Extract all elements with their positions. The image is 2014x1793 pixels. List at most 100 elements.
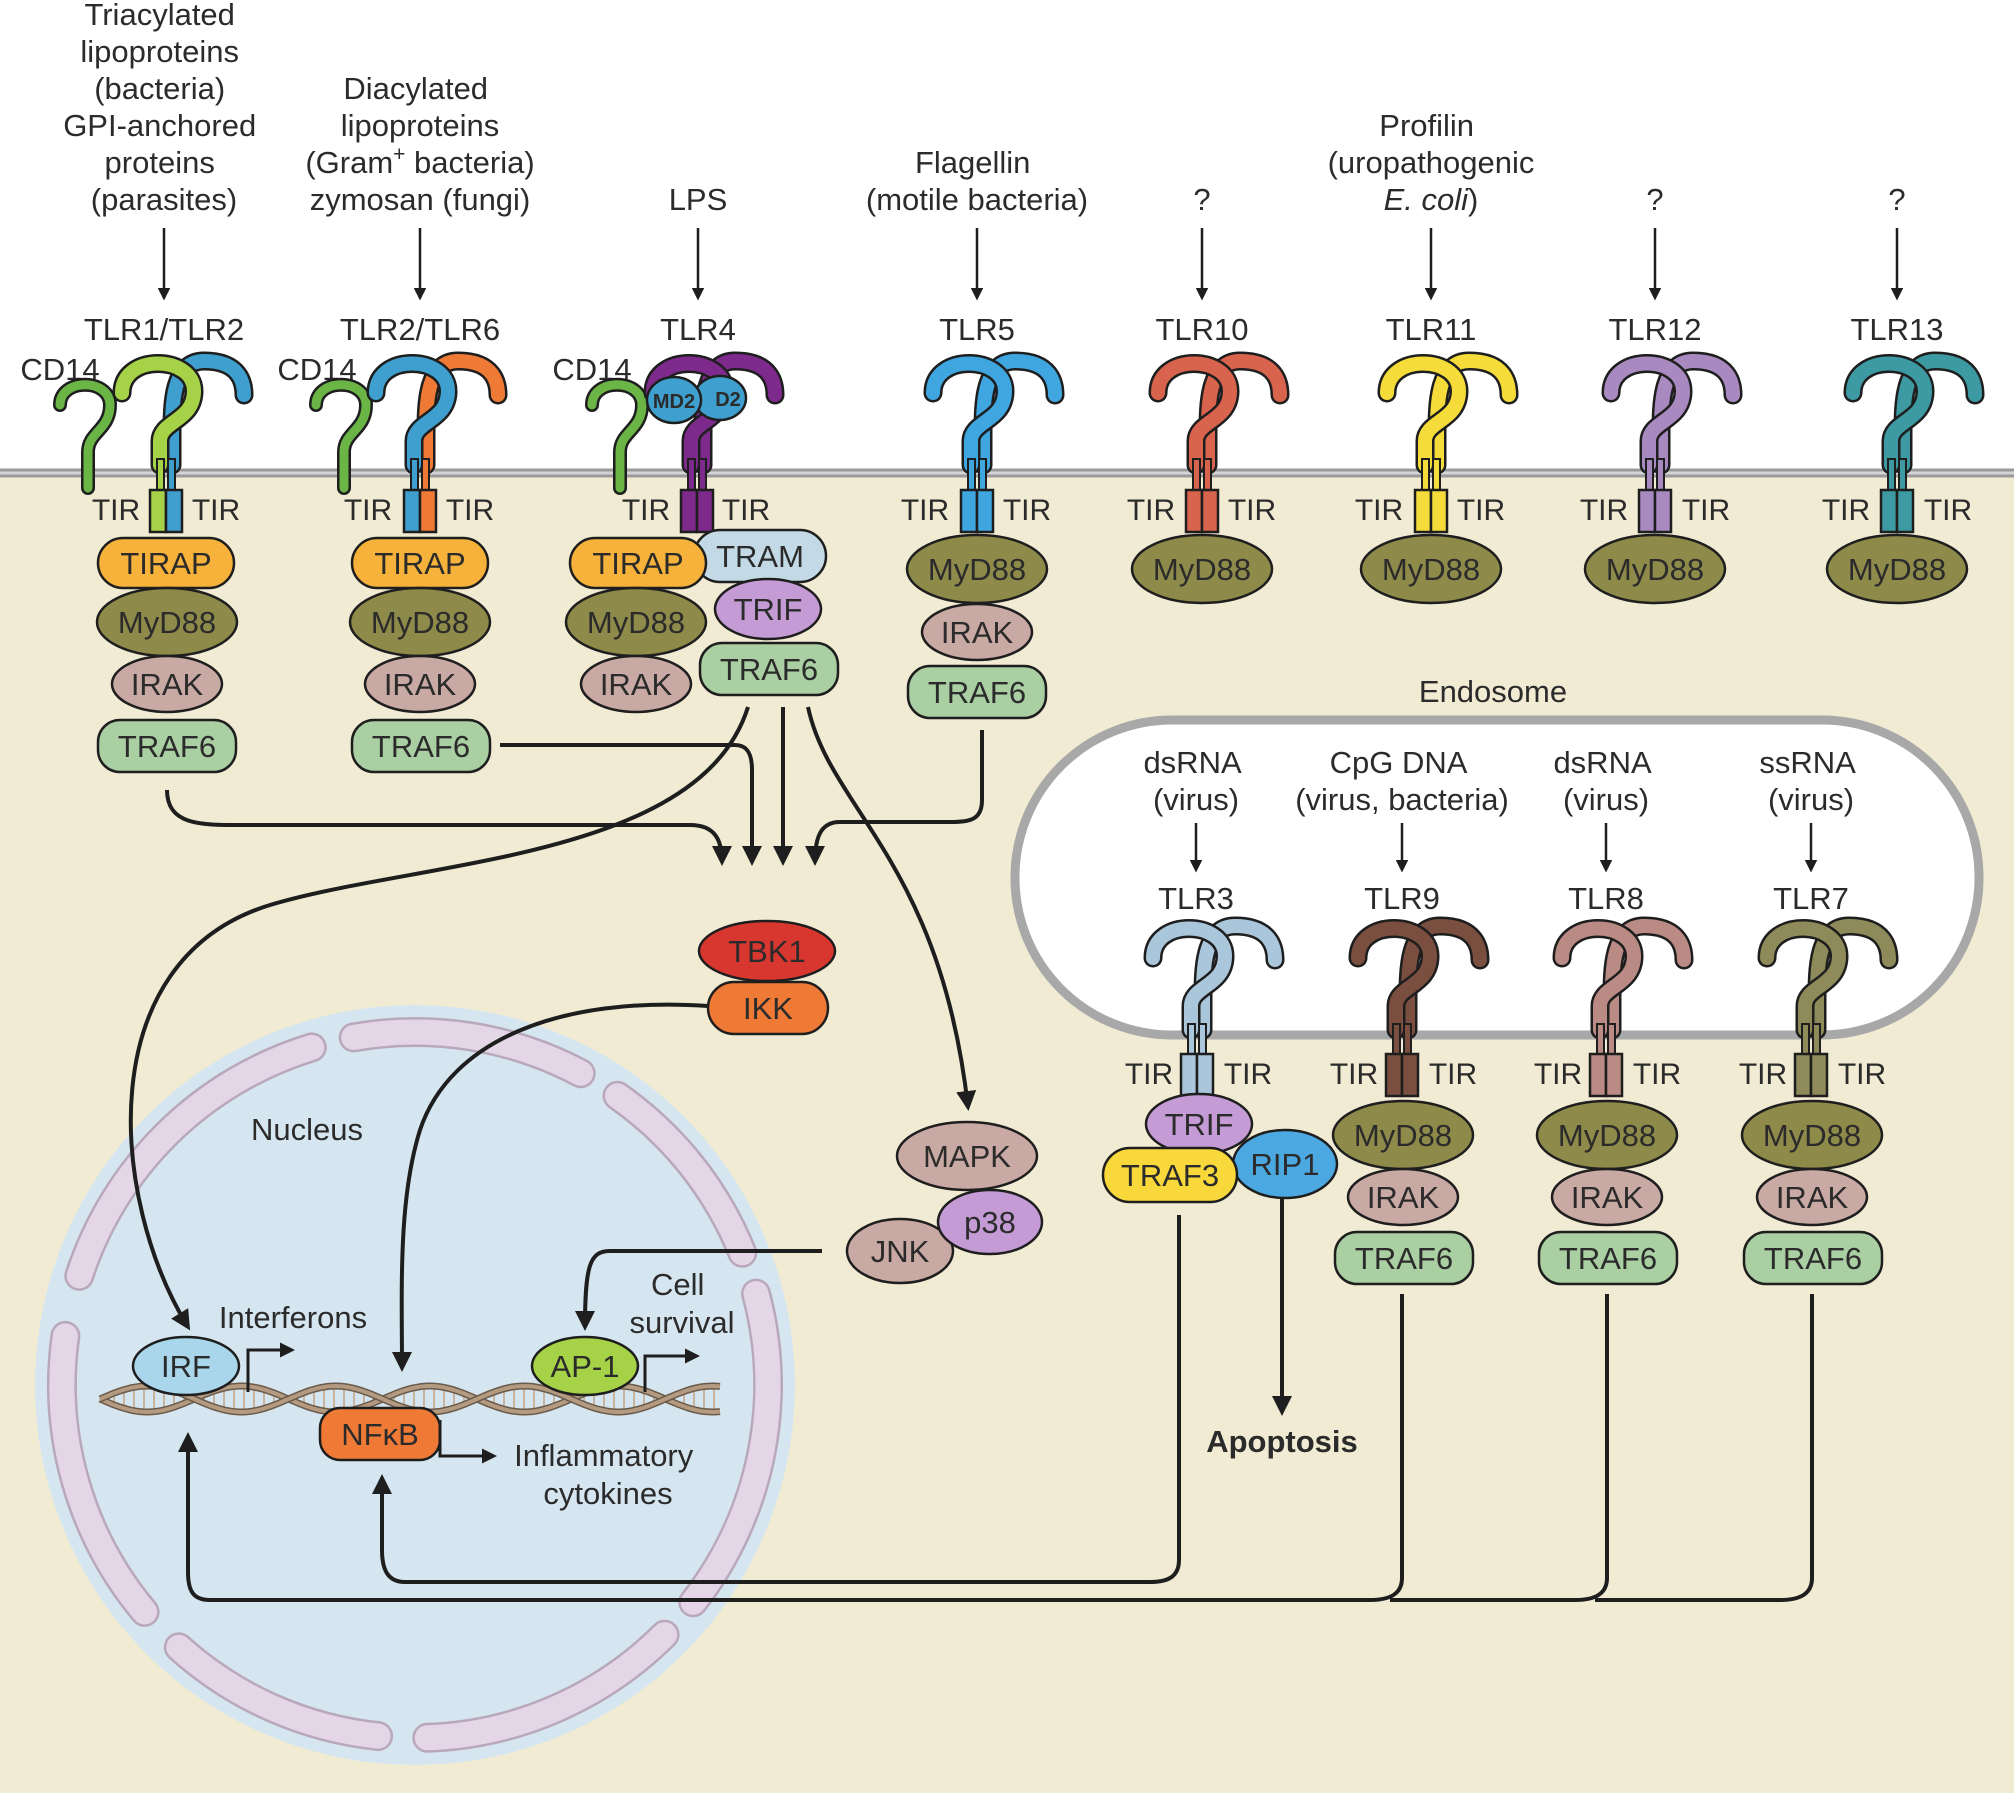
tir-label: TIR: [1457, 494, 1505, 527]
ligand-tlr4: LPS: [669, 182, 728, 217]
irak-label: IRAK: [1367, 1180, 1440, 1215]
arrow-tlr4-traf6-to-irf: [128, 706, 750, 1331]
arrow-tlr5-traf6-to-tbk1: [805, 730, 984, 866]
tlr10-myd88-protein: [1130, 533, 1274, 605]
arrow-traf3-to-nfkb: [372, 1215, 1181, 1584]
irak-protein: [1346, 1167, 1460, 1227]
md2-protein: [645, 375, 703, 425]
md2-label-partial: D2: [715, 389, 741, 411]
tlr1-tlr2-receptor: [112, 351, 254, 534]
gene-outputs: Interferons Cell survival Inflammatory c…: [219, 1267, 735, 1511]
ligand-tlr11-line3: E. coli): [1384, 182, 1479, 217]
cd14-protein-3: [585, 377, 650, 495]
cd14-protein-2: [309, 377, 374, 495]
irak-label: IRAK: [1571, 1180, 1644, 1215]
tir-label: TIR: [1682, 494, 1730, 527]
irf-label: IRF: [161, 1349, 211, 1384]
trif-protein: [713, 577, 823, 641]
receptor-tlr13: TLR13: [1850, 312, 1943, 347]
myd88-label: MyD88: [118, 605, 216, 640]
survival-output-arrow: [643, 1348, 700, 1392]
tir-label: TIR: [722, 494, 770, 527]
tir-label: TIR: [1228, 494, 1276, 527]
ligand-tlr2-6: Diacylated lipoproteins: [341, 71, 500, 143]
tlr4-adaptor-stack: TRAM TIRAP TRIF MyD88 TRAF6 IRAK: [564, 528, 840, 714]
ikk-protein: [706, 980, 830, 1036]
kinase-complex: TBK1 IKK: [697, 919, 837, 1036]
tlr8-receptor: [1552, 916, 1694, 1098]
tlr11-receptor: [1377, 351, 1519, 534]
receptor-tlr8: TLR8: [1568, 881, 1644, 916]
tlr8-adaptor-stack: MyD88 IRAK TRAF6: [1535, 1099, 1679, 1286]
md2-complex: D2 MD2: [645, 374, 748, 425]
traf6-protein: [698, 641, 840, 697]
arrow-jnk-to-ap1: [575, 1249, 822, 1331]
apoptosis-label: Apoptosis: [1206, 1424, 1358, 1459]
arrow-tlr4-traf6-to-mapk: [806, 706, 977, 1111]
tir-label: TIR: [1125, 1058, 1173, 1091]
tlr7-adaptor-stack: MyD88 IRAK TRAF6: [1740, 1099, 1884, 1286]
tirap-label: TIRAP: [374, 546, 465, 581]
adaptor-proteins: TIRAP MyD88 IRAK TRAF6 TIRAP MyD88 IRAK …: [95, 528, 1969, 1286]
arrow-endosomal-traf6-to-irf: [178, 1294, 1404, 1602]
traf6-label: TRAF6: [928, 675, 1026, 710]
myd88-label: MyD88: [1848, 552, 1946, 587]
traf6-protein: [350, 718, 492, 774]
tlr5-receptor: [923, 351, 1065, 534]
myd88-label: MyD88: [1763, 1118, 1861, 1153]
cd14-protein-1: [53, 377, 118, 495]
nuclear-envelope: [46, 1017, 784, 1753]
irak-protein: [1550, 1167, 1664, 1227]
jnk-protein: [845, 1217, 955, 1285]
myd88-label: MyD88: [1354, 1118, 1452, 1153]
trif-label: TRIF: [734, 592, 803, 627]
receptor-tlr2-6: TLR2/TLR6: [340, 312, 500, 347]
irak-label: IRAK: [941, 615, 1014, 650]
tlr11-myd88-protein: [1359, 533, 1503, 605]
tlr5-adaptor-stack: MyD88 IRAK TRAF6: [905, 533, 1049, 720]
signaling-connections: [128, 706, 1814, 1602]
receptor-tlr3: TLR3: [1158, 881, 1234, 916]
tir-label: TIR: [1330, 1058, 1378, 1091]
tir-label: TIR: [1355, 494, 1403, 527]
tir-label: TIR: [446, 494, 494, 527]
transcription-factors: IRF AP-1 NFκB: [131, 1335, 640, 1462]
traf6-label: TRAF6: [1764, 1241, 1862, 1276]
mapk-label: MAPK: [923, 1139, 1011, 1174]
receptor-tlr5: TLR5: [939, 312, 1015, 347]
arrow-tlr2-6-traf6-to-tbk1: [500, 743, 762, 866]
tir-labels: TIR TIR TIR TIR TIR TIR TIR TIR TIR TIR …: [92, 494, 1972, 1091]
tlr3-adaptor-stack: TRIF RIP1 TRAF3: [1101, 1092, 1339, 1204]
tlr2-tlr6-receptor: [366, 351, 508, 534]
tir-label: TIR: [1822, 494, 1870, 527]
tram-label: TRAM: [716, 539, 804, 574]
traf6-protein: [1742, 1230, 1884, 1286]
tirap-label: TIRAP: [120, 546, 211, 581]
cell-survival-label: Cell survival: [629, 1267, 734, 1340]
md2-label: MD2: [653, 391, 695, 413]
tir-label: TIR: [622, 494, 670, 527]
ligand-tlr1-2: Triacylated lipoproteins (bacteria) GPI-…: [63, 0, 265, 217]
tir-label: TIR: [1534, 1058, 1582, 1091]
endosome-label: Endosome: [1419, 674, 1567, 709]
arrow-ikk-to-nfkb: [391, 1002, 709, 1372]
irak-protein: [1755, 1167, 1869, 1227]
irak-label: IRAK: [384, 667, 457, 702]
traf6-protein: [96, 718, 238, 774]
ligand-tlr13: ?: [1888, 182, 1905, 217]
receptor-tlr1-2: TLR1/TLR2: [84, 312, 244, 347]
endosome: [1010, 715, 1984, 1040]
tir-label: TIR: [1633, 1058, 1681, 1091]
trif-label: TRIF: [1165, 1107, 1234, 1142]
tir-label: TIR: [901, 494, 949, 527]
tir-label: TIR: [1580, 494, 1628, 527]
receptor-labels: TLR1/TLR2 TLR2/TLR6 TLR4 TLR5 TLR10 TLR1…: [20, 312, 1943, 916]
tbk1-label: TBK1: [728, 934, 806, 969]
tlr12-myd88-protein: [1583, 533, 1727, 605]
cytokine-output-arrow: [438, 1420, 497, 1464]
myd88-label: MyD88: [587, 605, 685, 640]
rip1-label: RIP1: [1251, 1147, 1320, 1182]
jnk-label: JNK: [871, 1234, 930, 1269]
gene-output-arrows: [246, 1342, 700, 1464]
